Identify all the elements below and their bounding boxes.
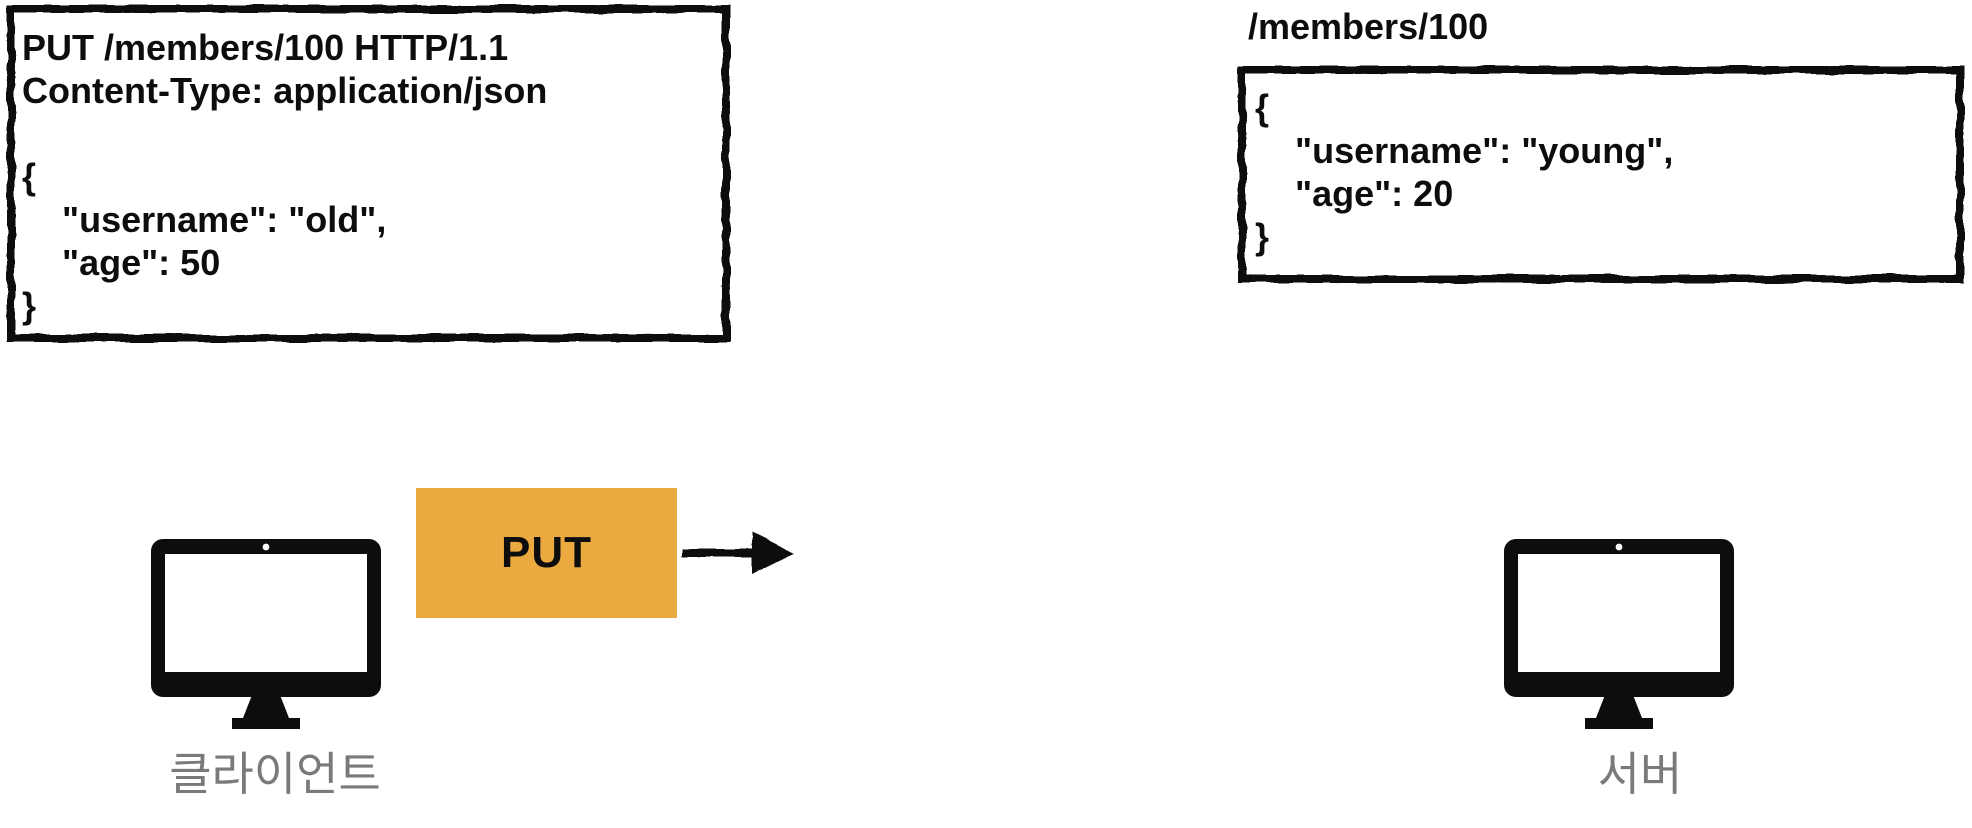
put-method-badge: PUT [416,488,677,618]
code-line [22,112,547,155]
client-server-connection-line [378,627,1506,635]
code-line: { [22,156,37,197]
client-monitor-icon [151,539,381,729]
code-line: "age": 20 [1255,173,1454,214]
server-label: 서버 [1597,748,1683,800]
code-line: Content-Type: application/json [22,70,548,111]
code-line: "username": "old", [22,199,387,240]
code-line: } [22,285,37,326]
code-line: "age": 50 [22,242,221,283]
resource-json-code: { "username": "young", "age": 20} [1255,86,1673,258]
sketch-border [7,5,730,342]
code-line: "username": "young", [1255,130,1674,171]
server-monitor-icon [1504,539,1734,729]
code-line: PUT /members/100 HTTP/1.1 [22,27,509,68]
arrow-right-icon [682,532,794,574]
resource-state-box: { "username": "young", "age": 20} [1237,65,1965,284]
sketch-border [1238,66,1964,283]
code-line: { [1255,87,1270,128]
resource-uri-label: /members/100 [1248,6,1489,47]
code-line: } [1255,216,1270,257]
client-label: 클라이언트 [169,748,381,800]
